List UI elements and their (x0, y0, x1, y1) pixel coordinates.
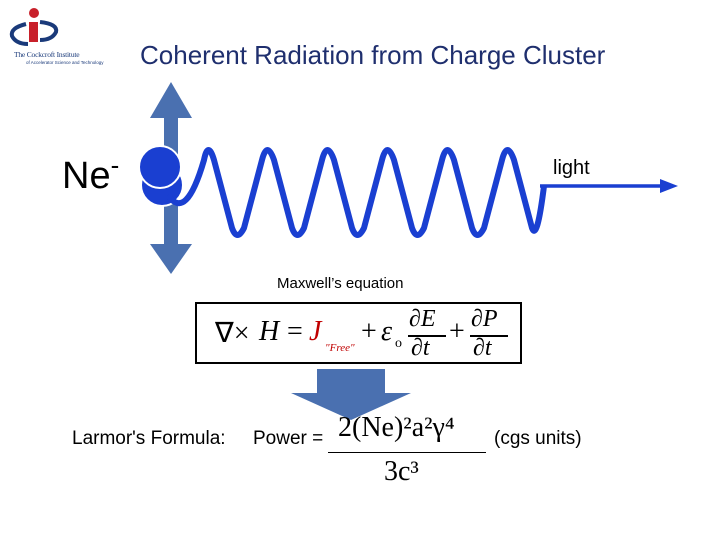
larmor-label: Larmor's Formula: (72, 428, 226, 449)
larmor-denominator: 3c³ (384, 456, 419, 487)
maxwell-equation-box: ∇× H = J "Free" + ε o ∂E ∂t + ∂P ∂t (195, 302, 522, 364)
eq-fracbar2 (470, 335, 508, 337)
light-label: light (553, 157, 590, 179)
charge-base: Ne (62, 155, 111, 197)
charge-label: Ne- (62, 150, 119, 198)
charge-sign: - (110, 150, 120, 180)
eq-plus2: + (449, 316, 465, 347)
cockcroft-logo-mark (9, 8, 59, 46)
eq-fracbar1 (408, 335, 446, 337)
eq-curl: ∇× (215, 318, 250, 349)
logo-name: The Cockcroft Institute (14, 50, 80, 59)
eq-J: J (309, 316, 322, 347)
eq-free: "Free" (325, 342, 355, 354)
larmor-numerator: 2(Ne)²a²γ⁴ (338, 412, 455, 443)
eq-dt2: ∂t (473, 335, 492, 361)
units-label: (cgs units) (494, 428, 582, 449)
light-arrow (540, 179, 678, 193)
eq-dP: ∂P (471, 306, 498, 332)
logo-tagline: of Accelerator Science and Technology (26, 60, 104, 65)
eq-dt1: ∂t (411, 335, 430, 361)
larmor-fraction-bar (328, 452, 486, 453)
maxwell-label: Maxwell’s equation (277, 275, 404, 292)
down-arrow (291, 369, 411, 420)
slide-title: Coherent Radiation from Charge Cluster (140, 40, 606, 70)
power-label: Power = (253, 428, 324, 449)
eq-dE: ∂E (409, 306, 436, 332)
light-wave (165, 147, 547, 238)
logo: The Cockcroft Institute of Accelerator S… (14, 8, 114, 66)
eq-equals: = (287, 316, 303, 347)
eq-plus1: + (361, 316, 377, 347)
eq-H: H (259, 316, 280, 347)
eq-epsilon-sub: o (395, 336, 402, 351)
charge-cluster (138, 145, 184, 207)
eq-epsilon: ε (381, 316, 393, 347)
